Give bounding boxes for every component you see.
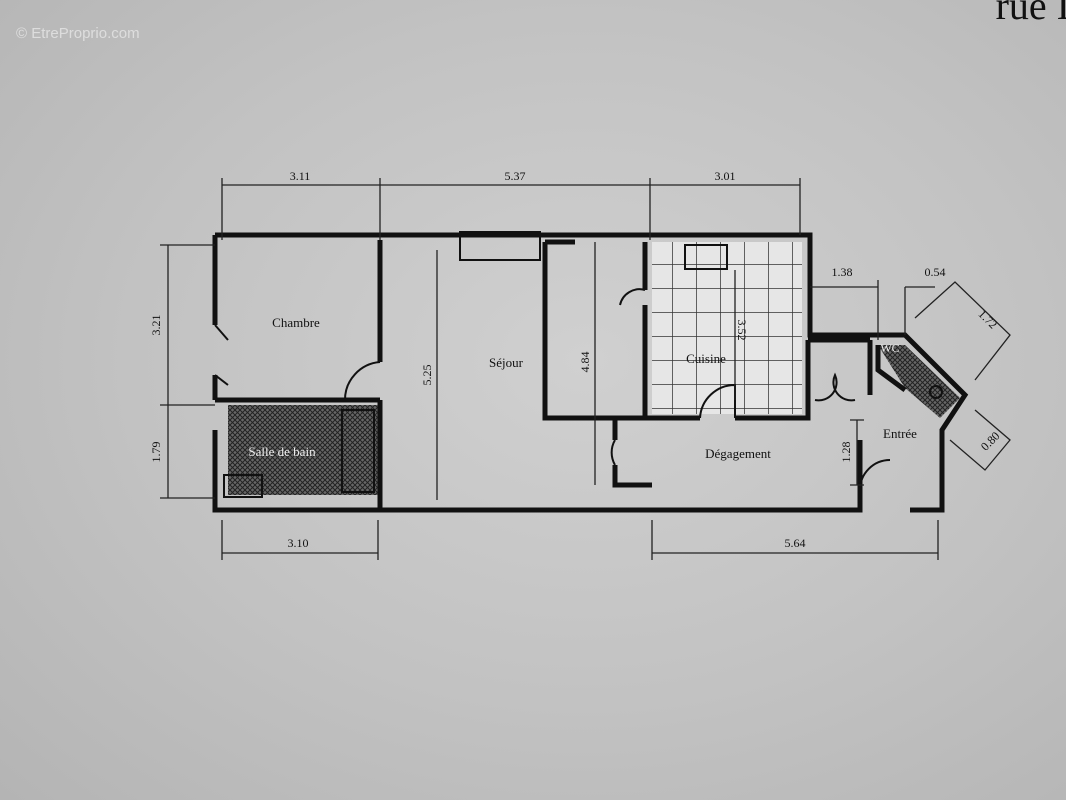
room-sejour: Séjour (489, 355, 524, 370)
room-degagement: Dégagement (705, 446, 771, 461)
dim-left-upper: 3.21 (149, 315, 163, 336)
dim-top-middle: 5.37 (505, 169, 526, 183)
dim-sejour-depth: 5.25 (420, 365, 434, 386)
dim-wc-width: 0.54 (925, 265, 946, 279)
cropped-street-label: rue I (995, 0, 1066, 28)
watermark: © EtreProprio.com (16, 25, 140, 42)
dim-cuisine-depth: 3.52 (735, 320, 749, 341)
room-wc: WC (880, 341, 899, 355)
room-salle-de-bain: Salle de bain (248, 444, 316, 459)
walls (212, 231, 969, 513)
dim-bottom-right: 5.64 (785, 536, 806, 550)
dim-left-lower: 1.79 (149, 442, 163, 463)
dim-wc-diagonal: 1.72 (975, 307, 1000, 332)
salle-de-bain-tiles (228, 405, 378, 495)
dim-degagement-depth: 1.28 (839, 442, 853, 463)
room-cuisine: Cuisine (686, 351, 726, 366)
dim-sejour-inner: 4.84 (578, 352, 592, 373)
dim-top-right: 3.01 (715, 169, 736, 183)
dim-top-left: 3.11 (290, 169, 311, 183)
wc-tiles (878, 345, 960, 418)
room-chambre: Chambre (272, 315, 320, 330)
dimension-lines (160, 178, 1011, 560)
dim-bottom-left: 3.10 (288, 536, 309, 550)
room-entree: Entrée (883, 426, 917, 441)
dim-entree-diagonal: 0.80 (978, 429, 1003, 454)
dim-wc-offset: 1.38 (832, 265, 853, 279)
